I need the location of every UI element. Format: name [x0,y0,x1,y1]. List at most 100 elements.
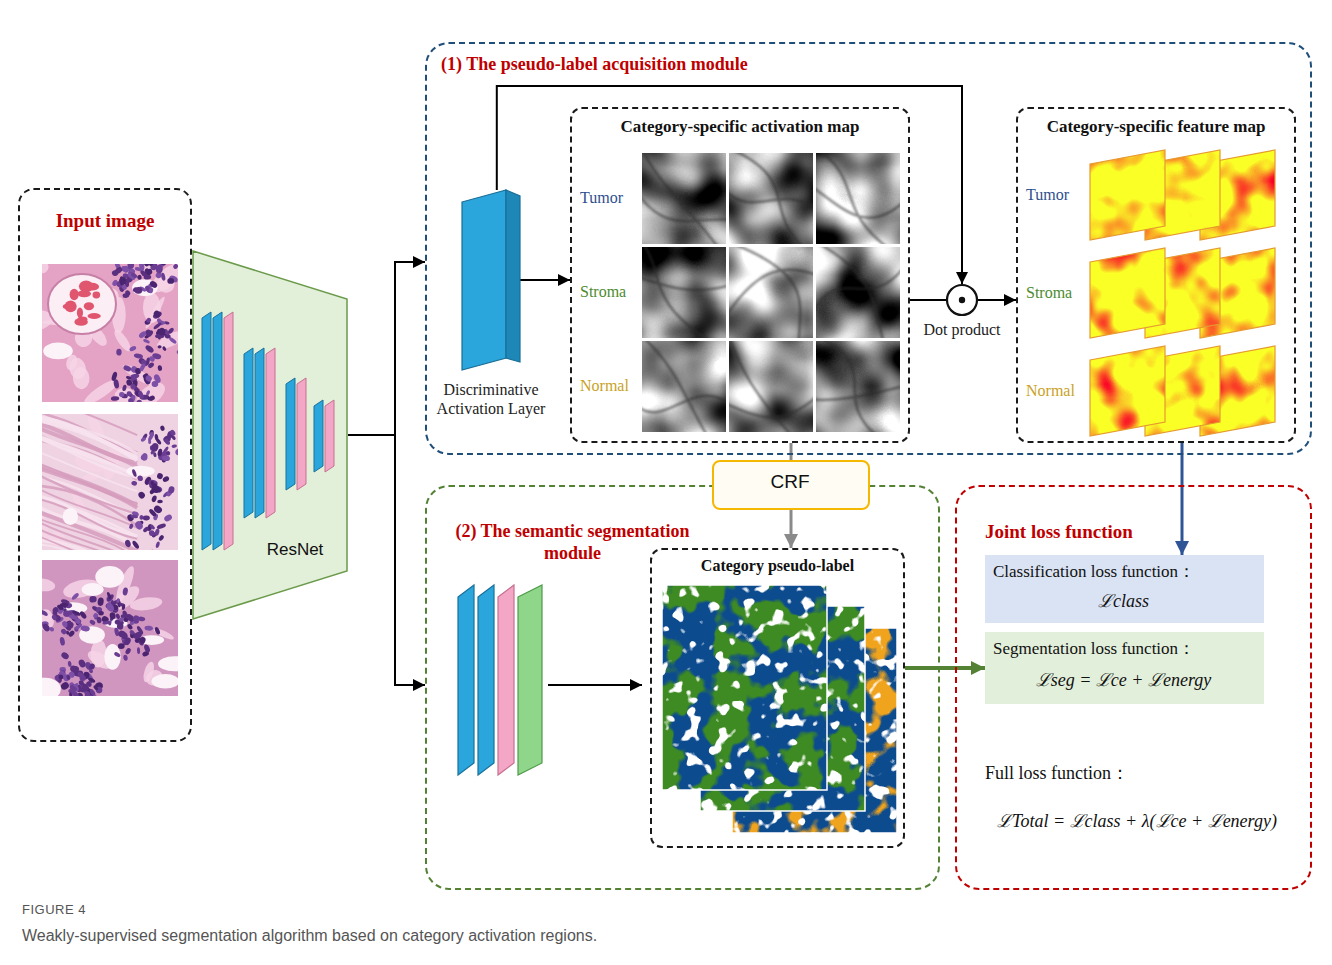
cell-nucleus [153,373,162,383]
blood-cell [77,308,83,318]
cell-nucleus [74,623,83,631]
cell-nucleus [169,429,176,437]
cell-nucleus [144,267,151,274]
cell-nucleus [122,384,127,391]
cell-nucleus [96,616,102,623]
cell-nucleus [143,515,151,520]
cell-nucleus [116,349,122,356]
tissue-boundary [816,247,900,338]
cell-nucleus [153,485,160,494]
cell-nucleus [60,651,70,660]
cell-nucleus [105,602,116,614]
pseudo-label-panel: Category pseudo-label [650,548,905,848]
cell-nucleus [144,344,155,354]
tissue-boundary [816,341,900,432]
cell-nucleus [123,364,132,372]
cell-nucleus [143,644,151,654]
label-map [662,585,827,790]
connector-arrow [978,299,1016,301]
cell-nucleus [137,390,145,400]
cell-nucleus [160,425,166,432]
sheet-outline [1090,150,1165,240]
cell-nucleus [152,310,163,320]
module-title: (2) The semantic segmentation module [435,521,710,564]
cell-nucleus [68,671,75,679]
connector-arrow [520,279,570,281]
label-ground [662,585,827,790]
tissue-boundary [642,341,726,432]
module-title: (1) The pseudo-label acquisition module [441,54,901,76]
activation-tile [642,247,726,338]
stroma-fibre [42,506,137,546]
cell-nucleus [149,524,155,530]
input-image-panel: Input image [18,188,192,742]
cell-nucleus [155,541,160,548]
cell-nucleus [122,587,128,596]
cell-nucleus [157,327,167,337]
lumen-space [132,279,158,296]
stroma-fibre [143,293,162,323]
segmentation-module: (2) The semantic segmentation moduleCate… [425,485,940,890]
cell-nucleus [128,398,134,402]
tissue-boundary [642,153,726,244]
stroma-fibre [147,264,178,297]
cell-nucleus [136,625,144,635]
sheet-outline [1090,346,1165,436]
tissue-boundary [729,341,813,432]
cell-nucleus [168,486,175,494]
cell-nucleus [148,508,157,517]
cell-nucleus [130,514,138,518]
layer-name: Discriminative Activation Layer [429,380,553,418]
tissue-boundary [729,247,813,338]
cell-nucleus [114,266,123,275]
tissue-boundary [642,247,726,338]
cell-nucleus [151,495,158,503]
label-background [662,585,827,790]
network-layer [518,585,542,775]
connector-arrow [497,86,962,284]
row-label: Stroma [580,282,638,301]
network-layer [202,312,211,550]
network-layer [266,348,275,518]
cell-nucleus [140,452,148,461]
tissue-image [42,414,178,550]
stroma-fibre [42,488,137,528]
blood-cell [74,318,88,326]
flow-arrow [548,684,642,686]
cell-nucleus [129,629,135,635]
network-layer [213,312,222,550]
activation-tile [642,341,726,432]
tissue-image [42,264,178,402]
network-layer [458,585,474,775]
cell-nucleus [131,469,137,478]
cell-nucleus [98,611,104,616]
connector-arrow [1181,443,1184,555]
connector-arrow [910,299,946,301]
crf-box: CRF [712,460,870,510]
lumen-space [126,466,154,477]
cell-nucleus [129,345,137,352]
cell-nucleus [149,429,154,436]
activation-layer: Discriminative Activation Layer [462,190,520,370]
stroma-fibre [42,418,137,458]
cell-nucleus [123,655,128,661]
layer-face [462,190,506,370]
stroma-fibre [67,356,87,380]
blood-cell [84,302,94,310]
feature-sheet [1090,248,1165,338]
stroma-fibre [132,378,169,402]
cell-nucleus [153,452,157,457]
loss-name: Classification loss function： [993,562,1258,582]
cell-nucleus [71,610,81,617]
cell-nucleus [155,265,162,272]
cell-nucleus [171,444,177,448]
cell-nucleus [148,264,154,267]
cell-nucleus [162,455,171,461]
cell-nucleus [127,264,134,269]
cell-nucleus [138,264,145,271]
cell-nucleus [148,440,151,444]
cell-nucleus [42,622,51,632]
stroma-fibre [42,463,137,503]
cell-nucleus [163,438,171,446]
feature-texture [1090,248,1165,338]
